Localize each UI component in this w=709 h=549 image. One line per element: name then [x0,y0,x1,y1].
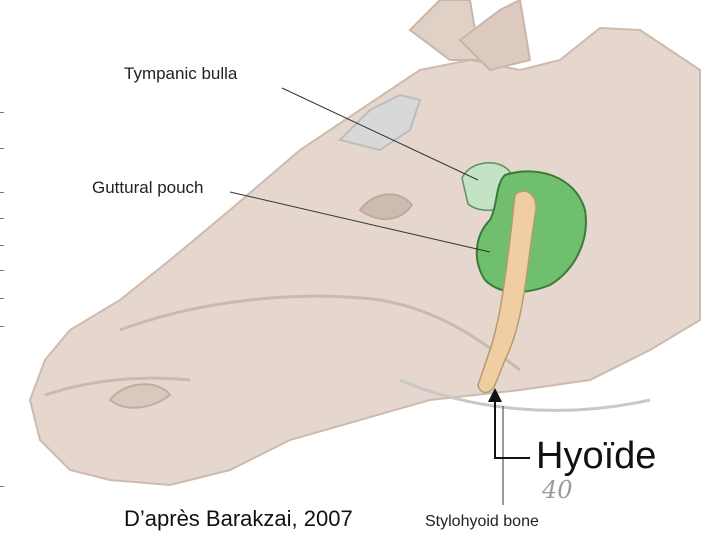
margin-tick [0,245,4,246]
margin-tick [0,148,4,149]
horse-head-shape [30,28,700,485]
margin-tick [0,486,4,487]
margin-tick [0,218,4,219]
margin-tick [0,298,4,299]
ear-front [410,0,480,60]
label-stylohyoid-bone: Stylohyoid bone [425,513,539,531]
margin-tick [0,270,4,271]
label-guttural-pouch: Guttural pouch [92,178,204,198]
margin-tick [0,112,4,113]
margin-tick [0,192,4,193]
source-citation: D’après Barakzai, 2007 [124,506,353,532]
label-tympanic-bulla: Tympanic bulla [124,64,237,84]
label-hyoide: Hyoïde [536,435,656,478]
page-number: 40 [542,476,573,504]
margin-tick [0,326,4,327]
